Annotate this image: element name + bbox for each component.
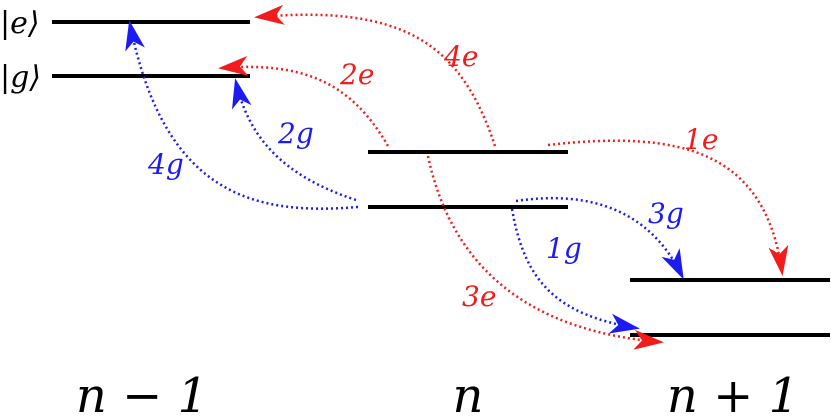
transition-arrow-4g [125, 20, 359, 210]
state-label-ground: |g⟩ [0, 60, 41, 95]
transition-arrow-3e [426, 155, 664, 350]
g-transitions [125, 20, 684, 334]
transition-label-1g: 1g [546, 232, 582, 265]
transition-arrow-2e [218, 56, 390, 147]
transition-label-3g: 3g [648, 197, 684, 230]
site-label-right: n + 1 [667, 368, 799, 420]
transition-label-4e: 4e [443, 40, 478, 73]
transition-arrow-4e [254, 4, 497, 147]
transition-arrow-1e [547, 139, 789, 276]
transition-label-3e: 3e [462, 280, 496, 313]
e-transitions [218, 4, 789, 350]
site-label-left: n − 1 [76, 368, 208, 420]
transition-label-2g: 2g [277, 117, 314, 150]
transition-arrow-1g [510, 208, 640, 334]
transition-label-2e: 2e [339, 58, 374, 91]
transition-arrow-2g [231, 78, 357, 202]
transition-label-1e: 1e [684, 123, 718, 156]
transition-label-4g: 4g [147, 148, 184, 181]
state-label-excited: |e⟩ [0, 6, 40, 41]
site-label-center: n [453, 368, 484, 420]
transition-arrow-3g [515, 196, 684, 280]
